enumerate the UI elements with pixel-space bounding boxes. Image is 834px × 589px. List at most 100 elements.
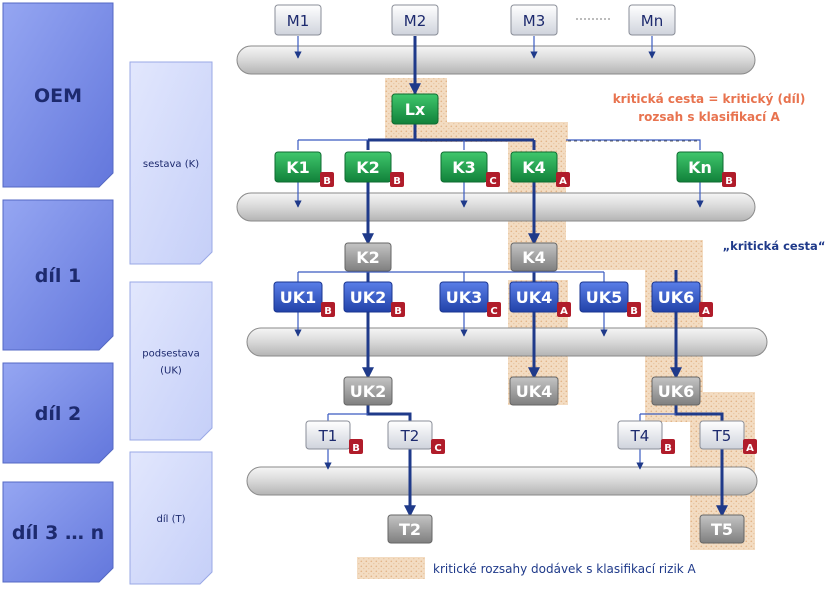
- critical-definition-line-1: kritická cesta = kritický (díl): [613, 92, 806, 106]
- node-label-T4: T4: [630, 427, 650, 445]
- node-UK4: [509, 281, 559, 313]
- node-label-T5d: T5: [711, 520, 733, 539]
- legend-swatch: [357, 557, 425, 579]
- node-K4: [510, 151, 558, 183]
- node-label-UK2d: UK2: [350, 382, 387, 401]
- level-label-dil2: díl 2: [35, 403, 81, 425]
- node-label-T1: T1: [318, 427, 338, 445]
- node-label-UK5: UK5: [586, 288, 623, 307]
- level-panel-dil1: [2, 199, 114, 351]
- node-label-K4: K4: [522, 158, 546, 177]
- assembly-bar-3: [246, 327, 768, 357]
- critical-connection: [366, 404, 412, 424]
- node-label-UK6: UK6: [658, 288, 695, 307]
- category-label-sestava: sestava (K): [143, 159, 199, 170]
- node-K1: [274, 151, 322, 183]
- node-Mn: [628, 4, 676, 36]
- risk-label-K1: B: [323, 176, 331, 187]
- risk-label-UK5: B: [630, 306, 638, 317]
- level-label-oem: OEM: [34, 85, 82, 107]
- node-UK2: [343, 281, 393, 313]
- assembly-bar-4: [246, 466, 758, 496]
- risk-label-UK6: A: [702, 306, 710, 317]
- risk-badge-UK6: [699, 302, 713, 317]
- node-UK3: [439, 281, 489, 313]
- node-label-UK6d: UK6: [658, 382, 695, 401]
- node-UK5: [579, 281, 629, 313]
- critical-definition-line-2: rozsah s klasifikací A: [638, 110, 780, 124]
- node-label-UK2: UK2: [350, 288, 387, 307]
- node-label-UK4d: UK4: [516, 382, 553, 401]
- node-T1: [305, 420, 351, 450]
- node-K2: [344, 151, 392, 183]
- node-label-Mn: Mn: [641, 12, 663, 30]
- node-label-K2: K2: [356, 158, 380, 177]
- node-label-K3: K3: [452, 158, 476, 177]
- risk-badge-K3: [486, 172, 500, 187]
- node-label-Lx: Lx: [405, 100, 426, 119]
- node-K4d: [510, 242, 558, 272]
- level-label-dil1: díl 1: [35, 265, 81, 287]
- risk-badge-K2: [390, 172, 404, 187]
- connection-line: [566, 139, 701, 150]
- category-label-podsestava: (UK): [160, 366, 182, 377]
- node-label-T5: T5: [712, 427, 732, 445]
- node-K3: [440, 151, 488, 183]
- risk-label-UK3: C: [490, 306, 497, 317]
- risk-badge-T2: [431, 439, 445, 454]
- node-M3: [510, 4, 558, 36]
- node-label-K4d: K4: [522, 248, 546, 267]
- risk-badge-T1: [349, 439, 363, 454]
- node-M1: [274, 4, 322, 36]
- risk-badge-UK2: [391, 302, 405, 317]
- node-label-Kn: Kn: [688, 158, 712, 177]
- node-K2d: [344, 242, 392, 272]
- risk-badge-K4: [556, 172, 570, 187]
- node-label-UK1: UK1: [280, 288, 317, 307]
- node-T2: [387, 420, 433, 450]
- risk-label-K3: C: [489, 176, 496, 187]
- risk-badge-T5: [743, 439, 757, 454]
- node-Kn: [676, 151, 724, 183]
- node-T4: [617, 420, 663, 450]
- node-M2: [391, 4, 439, 36]
- risk-label-T2: C: [434, 443, 441, 454]
- risk-badge-UK4: [557, 302, 571, 317]
- risk-badge-T4: [661, 439, 675, 454]
- risk-label-T1: B: [352, 443, 360, 454]
- node-T2d: [387, 514, 433, 544]
- node-Lx: [391, 93, 439, 125]
- risk-label-UK4: A: [560, 306, 568, 317]
- risk-label-T4: B: [664, 443, 672, 454]
- node-label-K1: K1: [286, 158, 310, 177]
- risk-label-K2: B: [393, 176, 401, 187]
- node-label-M3: M3: [523, 12, 546, 30]
- node-label-UK4: UK4: [516, 288, 553, 307]
- node-label-UK3: UK3: [446, 288, 483, 307]
- node-label-T2d: T2: [399, 520, 421, 539]
- risk-label-Kn: B: [725, 176, 733, 187]
- category-panel-podsestava: [129, 281, 213, 441]
- node-label-T2: T2: [400, 427, 420, 445]
- node-label-K2d: K2: [356, 248, 380, 267]
- level-panel-oem: [2, 2, 114, 188]
- node-label-M2: M2: [404, 12, 427, 30]
- node-UK1: [273, 281, 323, 313]
- assembly-bar-2: [236, 192, 756, 222]
- node-UK2d: [343, 376, 393, 406]
- risk-badge-Kn: [722, 172, 736, 187]
- risk-badge-UK1: [321, 302, 335, 317]
- node-UK6d: [651, 376, 701, 406]
- node-label-M1: M1: [287, 12, 310, 30]
- category-panel-sestava: [129, 61, 213, 265]
- risk-label-UK1: B: [324, 306, 332, 317]
- node-UK6: [651, 281, 701, 313]
- critical-connection: [674, 404, 724, 424]
- category-panel-dil: [129, 451, 213, 585]
- critical-hatch-area: [420, 122, 568, 142]
- connection-lines: [294, 18, 728, 518]
- assembly-bars: [236, 45, 768, 496]
- level-panel-dil3: [2, 481, 114, 583]
